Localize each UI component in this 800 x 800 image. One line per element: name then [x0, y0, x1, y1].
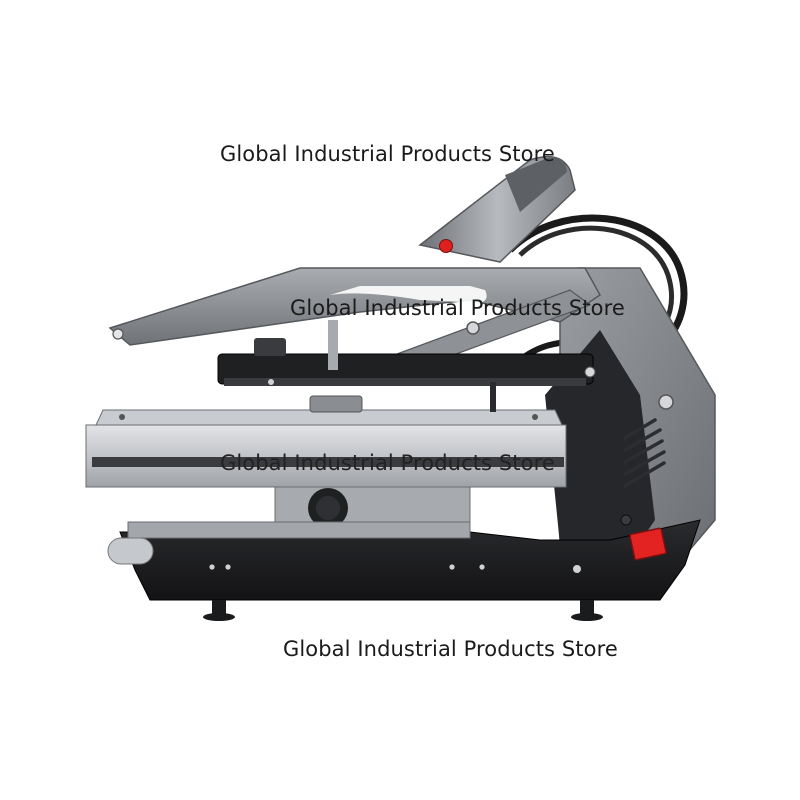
plate-bolt: [268, 379, 274, 385]
spindle-head: [309, 395, 363, 413]
arm-pivot-bolt: [112, 328, 124, 340]
base-top-rail: [127, 521, 471, 539]
plate-bolt: [584, 366, 596, 378]
watermark-text: Global Industrial Products Store: [220, 142, 555, 166]
link-bolt: [466, 321, 480, 335]
post: [490, 382, 496, 412]
pressure-knob: [254, 338, 286, 356]
platen-bolt: [119, 414, 125, 420]
power-cable: [507, 214, 688, 348]
platen-bolt: [532, 414, 538, 420]
pressure-screw: [328, 320, 338, 370]
vent-slots: [623, 418, 666, 488]
base-screws: [209, 564, 581, 573]
frame-bolt: [658, 394, 674, 410]
adjust-knob-inner: [316, 496, 340, 520]
watermark-text: Global Industrial Products Store: [283, 637, 618, 661]
watermark-text: Global Industrial Products Store: [220, 451, 555, 475]
indicator-light: [439, 239, 453, 253]
handle-grip: [505, 157, 567, 212]
front-roller: [107, 537, 154, 565]
upper-plate-edge: [224, 378, 586, 386]
watermark-text: Global Industrial Products Store: [290, 296, 625, 320]
arm-cutout: [330, 286, 487, 303]
base: [119, 519, 701, 601]
power-indicator: [620, 514, 632, 526]
power-switch: [629, 527, 667, 561]
platen-groove: [92, 457, 564, 467]
upper-arm: [108, 267, 601, 346]
feet: [203, 600, 603, 621]
platen-body: [85, 424, 567, 488]
